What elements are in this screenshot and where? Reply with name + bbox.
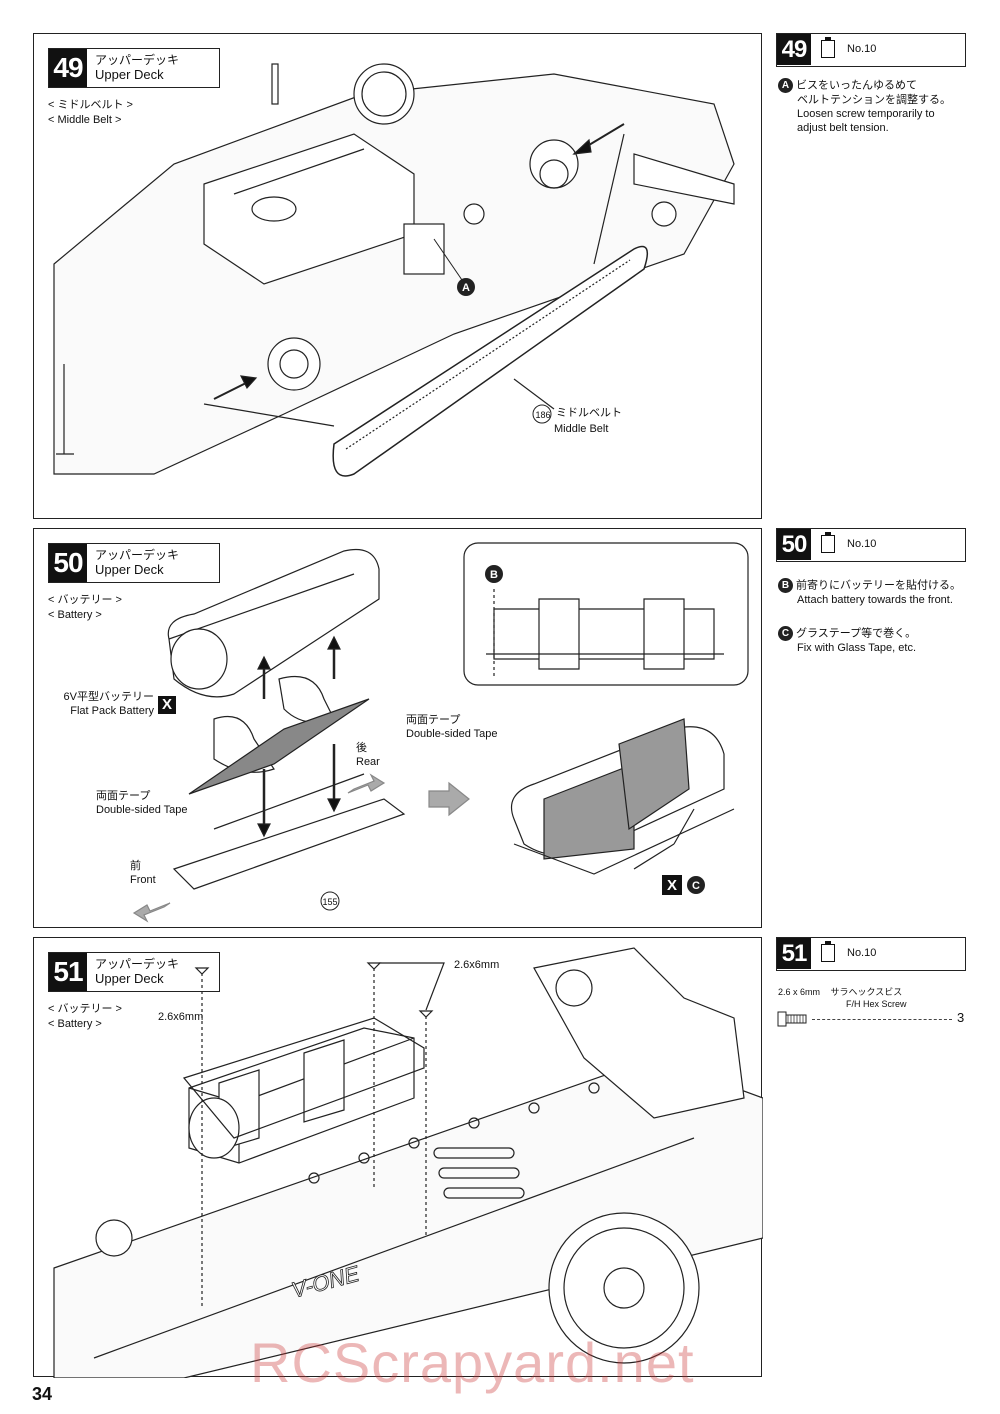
step-subtitle: < バッテリー > < Battery > (48, 1002, 122, 1032)
step-49-header: 49 アッパーデッキ Upper Deck (48, 48, 220, 88)
step-49-panel: 49 アッパーデッキ Upper Deck < ミドルベルト > < Middl… (33, 33, 762, 519)
svg-text:C: C (692, 880, 700, 892)
screw-name-en: F/H Hex Screw (846, 999, 907, 1009)
part-number-186: 186 (535, 410, 551, 420)
leader-dashes (812, 1019, 952, 1020)
subtitle-en: < Battery > (48, 1018, 102, 1030)
subtitle-en: < Middle Belt > (48, 114, 122, 126)
note-b-en: Attach battery towards the front. (797, 594, 953, 606)
part-number-155: 155 (322, 897, 338, 907)
flat-head-screw-icon (777, 1011, 807, 1027)
manual-book-icon (821, 37, 835, 58)
screw-quantity: 3 (957, 1010, 965, 1025)
subtitle-jp: < ミドルベルト > (48, 99, 133, 111)
note-jp-1: ビスをいったんゆるめて (796, 79, 917, 92)
step-49-side-header: 49 No.10 (776, 33, 966, 67)
note-c-jp: グラステープ等で巻く。 (796, 627, 917, 640)
manual-book-icon (821, 532, 835, 553)
step-51-side-header: 51 No.10 (776, 937, 966, 971)
side-step-number: 50 (777, 529, 811, 560)
note-jp-2: ベルトテンションを調整する。 (797, 94, 951, 106)
marker-c-icon: C (778, 626, 793, 641)
tape-label-2-jp: 両面テープ (96, 790, 151, 802)
subtitle-jp: < バッテリー > (48, 1003, 122, 1015)
rear-label: 後 Rear (356, 741, 380, 769)
marker-a-icon: A (778, 78, 793, 93)
front-label-jp: 前 (130, 860, 141, 872)
rear-label-en: Rear (356, 756, 380, 768)
battery-label-en: Flat Pack Battery (70, 705, 154, 717)
note-c-en: Fix with Glass Tape, etc. (797, 642, 917, 654)
subtitle-jp: < バッテリー > (48, 594, 122, 606)
reference-number: No.10 (847, 947, 877, 959)
step-title-jp: アッパーデッキ (95, 53, 180, 67)
step-51-header: 51 アッパーデッキ Upper Deck (48, 952, 220, 992)
tape-label-2: 両面テープ Double-sided Tape (96, 789, 188, 817)
step-title-jp: アッパーデッキ (95, 548, 180, 562)
side-step-number: 51 (777, 938, 811, 969)
screw-label-a: 2.6x6mm (454, 959, 500, 971)
step-title-en: Upper Deck (95, 67, 164, 82)
screw-label-b: 2.6x6mm (158, 1011, 204, 1023)
rear-label-jp: 後 (356, 742, 367, 754)
step-number: 50 (49, 544, 87, 582)
svg-text:A: A (462, 282, 470, 294)
middle-belt-label-en: Middle Belt (554, 423, 609, 435)
middle-belt-label-jp: ミドルベルト (556, 407, 622, 419)
note-en-2: adjust belt tension. (797, 122, 889, 134)
side-step-number: 49 (777, 34, 811, 65)
tape-label-1-en: Double-sided Tape (406, 728, 498, 740)
step-50-side-header: 50 No.10 (776, 528, 966, 562)
subtitle-en: < Battery > (48, 609, 102, 621)
step-number: 51 (49, 953, 87, 991)
battery-label-jp: 6V平型バッテリー (63, 691, 154, 703)
step-50-header: 50 アッパーデッキ Upper Deck (48, 543, 220, 583)
reference-number: No.10 (847, 538, 877, 550)
step-51-panel: 51 アッパーデッキ Upper Deck < バッテリー > < Batter… (33, 937, 763, 1378)
page-number: 34 (32, 1384, 53, 1404)
step-50-panel: 50 アッパーデッキ Upper Deck < バッテリー > < Batter… (33, 528, 762, 928)
reference-number: No.10 (847, 43, 877, 55)
x-marker-icon: X (158, 696, 176, 714)
front-label-en: Front (130, 874, 156, 886)
note-en-1: Loosen screw temporarily to (797, 108, 935, 120)
tape-label-2-en: Double-sided Tape (96, 804, 188, 816)
watermark: RCScrapyard.net (250, 1331, 695, 1394)
step-subtitle: < バッテリー > < Battery > (48, 593, 122, 623)
battery-label: 6V平型バッテリー Flat Pack Battery (54, 690, 154, 718)
battery-assembly-illustration: B C X (132, 542, 749, 923)
chassis-belt-illustration: A (53, 63, 735, 477)
step-number: 49 (49, 49, 87, 87)
step-subtitle: < ミドルベルト > < Middle Belt > (48, 98, 133, 128)
svg-text:X: X (667, 877, 677, 894)
tape-label-1: 両面テープ Double-sided Tape (406, 713, 498, 741)
svg-text:B: B (490, 569, 498, 581)
tape-label-1-jp: 両面テープ (406, 714, 461, 726)
front-label: 前 Front (130, 859, 156, 887)
step-title-en: Upper Deck (95, 562, 164, 577)
screw-spec: 2.6 x 6mm サラヘックスビス F/H Hex Screw (778, 986, 907, 1010)
manual-book-icon (821, 941, 835, 962)
step-title-jp: アッパーデッキ (95, 957, 180, 971)
screw-size: 2.6 x 6mm (778, 987, 821, 997)
deck-battery-mount-illustration: V-ONE (53, 947, 763, 1378)
marker-b-icon: B (778, 578, 793, 593)
note-b-jp: 前寄りにバッテリーを貼付ける。 (796, 579, 961, 592)
step-title-en: Upper Deck (95, 971, 164, 986)
screw-name-jp: サラヘックスビス (830, 987, 903, 997)
